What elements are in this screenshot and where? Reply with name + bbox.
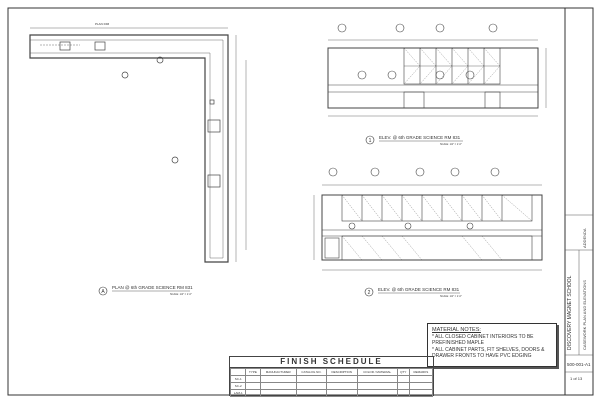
material-notes: MATERIAL NOTES: * ALL CLOSED CABINET INT…: [427, 323, 557, 367]
table-header-row: TYPE MANUFACTURER CATALOG NO. DESCRIPTIO…: [229, 368, 434, 376]
sheet-title: CASEWORK PLAN AND ELEVATIONS: [582, 280, 587, 350]
note-line: * ALL CABINET PARTS, FIT SHELVES, DOORS …: [432, 346, 545, 353]
status-label: ADDENDA: [582, 228, 587, 248]
finish-schedule-title: FINISH SCHEDULE: [230, 357, 433, 368]
column-header: QTY: [396, 368, 410, 376]
plan-drawing: [29, 27, 247, 263]
sheet-number: 500-001-A1: [567, 362, 591, 367]
note-line: DRAWER FRONTS TO HAVE PVC EDGING: [432, 353, 532, 359]
column-header: CATALOG NO.: [295, 368, 327, 376]
svg-text:PLAN DIM: PLAN DIM: [95, 22, 110, 26]
svg-text:2: 2: [368, 290, 371, 296]
column-header: REMARKS: [408, 368, 434, 376]
column-header: TYPE: [245, 368, 261, 376]
plan-title-marker: A PLAN @ 6th GRADE SCIENCE RM 831 SCALE:…: [98, 285, 193, 296]
column-header: DESCRIPTION: [325, 368, 358, 376]
finish-schedule-table: TYPE MANUFACTURER CATALOG NO. DESCRIPTIO…: [229, 368, 434, 397]
note-line: * ALL CLOSED CABINET INTERIORS TO BE: [432, 333, 534, 340]
table-row: SC-2: [229, 382, 434, 390]
svg-text:A: A: [101, 289, 105, 295]
elevation-1-title-marker: 1 ELEV. @ 6th GRADE SCIENCE RM 831 SCALE…: [365, 135, 463, 146]
svg-text:ELEV. @ 6th GRADE SCIENCE RM 8: ELEV. @ 6th GRADE SCIENCE RM 831: [378, 287, 460, 292]
svg-text:SCALE: 1/2" = 1'-0": SCALE: 1/2" = 1'-0": [440, 295, 462, 298]
table-row: LAM-1: [229, 389, 434, 397]
svg-text:PLAN @ 6th GRADE SCIENCE RM 83: PLAN @ 6th GRADE SCIENCE RM 831: [112, 285, 193, 290]
svg-text:SCALE: 1/4" = 1'-0": SCALE: 1/4" = 1'-0": [170, 293, 192, 296]
elevation-1-drawing: [327, 23, 547, 117]
cell: LAM-1: [229, 389, 247, 397]
column-header: MANUFACTURER: [259, 368, 297, 376]
project-name: DISCOVERY MAGNET SCHOOL: [567, 275, 573, 350]
sheet-count: 1 of 13: [570, 376, 583, 381]
svg-text:ELEV. @ 6th GRADE SCIENCE RM 8: ELEV. @ 6th GRADE SCIENCE RM 831: [379, 135, 461, 140]
cell: SC-2: [229, 382, 247, 390]
finish-schedule: FINISH SCHEDULE TYPE MANUFACTURER CATALO…: [229, 356, 434, 397]
svg-text:SCALE: 1/2" = 1'-0": SCALE: 1/2" = 1'-0": [440, 143, 462, 146]
table-row: SC-1: [229, 375, 434, 383]
column-header: COLOR / MATERIAL: [356, 368, 398, 376]
material-notes-heading: MATERIAL NOTES:: [432, 327, 481, 333]
note-line: PREFINISHED MAPLE: [432, 340, 484, 346]
cell: SC-1: [229, 375, 247, 383]
column-header: [229, 368, 247, 376]
elevation-2-title-marker: 2 ELEV. @ 6th GRADE SCIENCE RM 831 SCALE…: [364, 287, 462, 298]
elevation-2-drawing: [313, 167, 543, 271]
svg-text:1: 1: [369, 138, 372, 144]
